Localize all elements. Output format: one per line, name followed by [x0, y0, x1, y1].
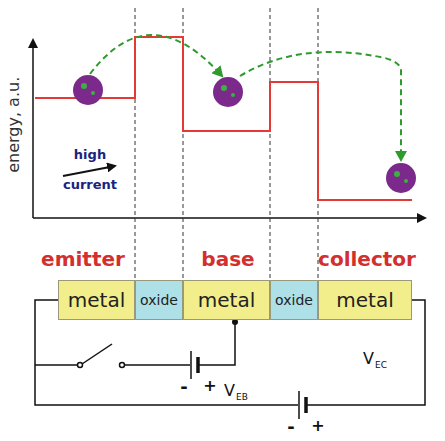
metal-layer: metal	[318, 280, 412, 320]
polarity-sign: -	[180, 377, 187, 397]
voltage-subscript: EC	[375, 361, 387, 371]
layer-label: oxide	[140, 292, 178, 308]
layer-label: metal	[68, 288, 125, 312]
electrons	[73, 75, 416, 193]
voltage-symbol: V	[363, 350, 374, 368]
electron-paths	[90, 35, 401, 160]
layer-label: metal	[198, 288, 255, 312]
energy-profile	[35, 37, 412, 200]
x-axis	[33, 217, 425, 219]
region-label: emitter	[41, 248, 125, 270]
layer-label: metal	[336, 288, 393, 312]
y-axis	[32, 40, 34, 218]
region-label: collector	[318, 248, 416, 270]
battery-symbol	[191, 351, 198, 379]
layer-label: oxide	[275, 292, 313, 308]
current-note: high current	[55, 140, 125, 200]
polarity-sign: +	[311, 417, 324, 435]
boundary-lines	[135, 8, 318, 280]
battery-symbol	[299, 391, 306, 419]
voltage-subscript: EB	[236, 393, 248, 403]
voltage-symbol: V	[224, 382, 235, 400]
region-label: base	[201, 248, 254, 270]
oxide-layer: oxide	[135, 280, 183, 320]
polarity-sign: +	[203, 377, 216, 395]
metal-layer: metal	[183, 280, 270, 320]
oxide-layer: oxide	[270, 280, 318, 320]
switch-contact	[120, 363, 125, 368]
current-arrow	[63, 166, 115, 176]
metal-layer: metal	[58, 280, 135, 320]
polarity-sign: -	[287, 417, 294, 437]
switch-contact	[78, 363, 83, 368]
axis-title: energy, a.u.	[5, 77, 23, 173]
